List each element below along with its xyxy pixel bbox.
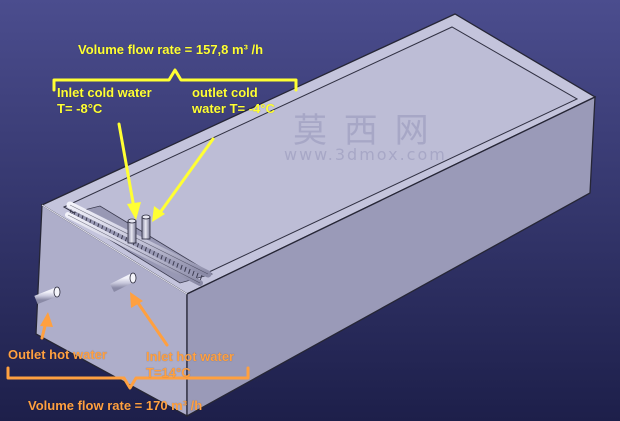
- cold-inlet-arrow-shaft: [117, 122, 136, 210]
- cold-outlet-nozzle-opening: [141, 214, 151, 220]
- hot-water-nozzles: [34, 272, 137, 305]
- hot-outlet-nozzle: [34, 287, 58, 305]
- cold-outlet-nozzle: [141, 216, 151, 240]
- cold-inlet-nozzle-opening: [127, 218, 137, 224]
- hot-inlet-nozzle: [109, 273, 135, 293]
- cold-outlet-arrowhead: [152, 206, 165, 222]
- hot-inlet-nozzle-opening: [129, 272, 137, 284]
- hot-inlet-label-line2: T=14°C: [146, 365, 191, 380]
- cold-inlet-arrowhead: [127, 202, 141, 220]
- cold-outlet-label-line1: outlet cold: [192, 85, 258, 100]
- hot-outlet-nozzle-opening: [53, 286, 61, 298]
- tank: [35, 13, 597, 418]
- cold-inlet-label-line1: Inlet cold water: [57, 85, 152, 100]
- hot-inlet-label-line1: Inlet hot water: [146, 349, 235, 364]
- cold-inlet-nozzle: [127, 220, 137, 244]
- hot-outlet-label: Outlet hot water: [8, 347, 107, 362]
- hot-flow-rate-label: Volume flow rate = 170 m³ /h: [28, 398, 203, 413]
- hot-inlet-arrowhead: [130, 292, 143, 308]
- hot-arrowheads: [40, 292, 143, 327]
- hot-flow-brace: [6, 366, 250, 390]
- tank-side-face: [186, 95, 596, 418]
- cold-annotations: [52, 68, 298, 216]
- hot-inlet-arrow-shaft: [134, 298, 169, 347]
- cold-flow-brace: [52, 68, 298, 92]
- cold-water-nozzles: [127, 214, 151, 244]
- cold-inlet-label-line2: T= -8°C: [57, 101, 103, 116]
- cold-outlet-arrow-shaft: [157, 137, 215, 216]
- header-pipe-upper-edge: [69, 204, 209, 275]
- cold-outlet-label-line2: water T= -4°C: [192, 101, 275, 116]
- watermark-url: www.3dmox.com: [284, 145, 447, 164]
- cold-arrowheads: [127, 202, 165, 222]
- cold-flow-rate-label: Volume flow rate = 157,8 m³ /h: [78, 42, 264, 57]
- header-pipe-lower-edge: [67, 214, 201, 284]
- cold-outlet-label: outlet cold water T= -4°C: [192, 85, 275, 117]
- tube-bundle: [65, 201, 213, 286]
- tank-edge-highlight: [41, 204, 188, 295]
- watermark-logo: 莫 西 网: [293, 111, 432, 151]
- hot-inlet-label: Inlet hot water T=14°C: [146, 349, 234, 381]
- hot-outlet-arrowhead: [40, 312, 53, 327]
- cold-inlet-label: Inlet cold water T= -8°C: [57, 85, 152, 117]
